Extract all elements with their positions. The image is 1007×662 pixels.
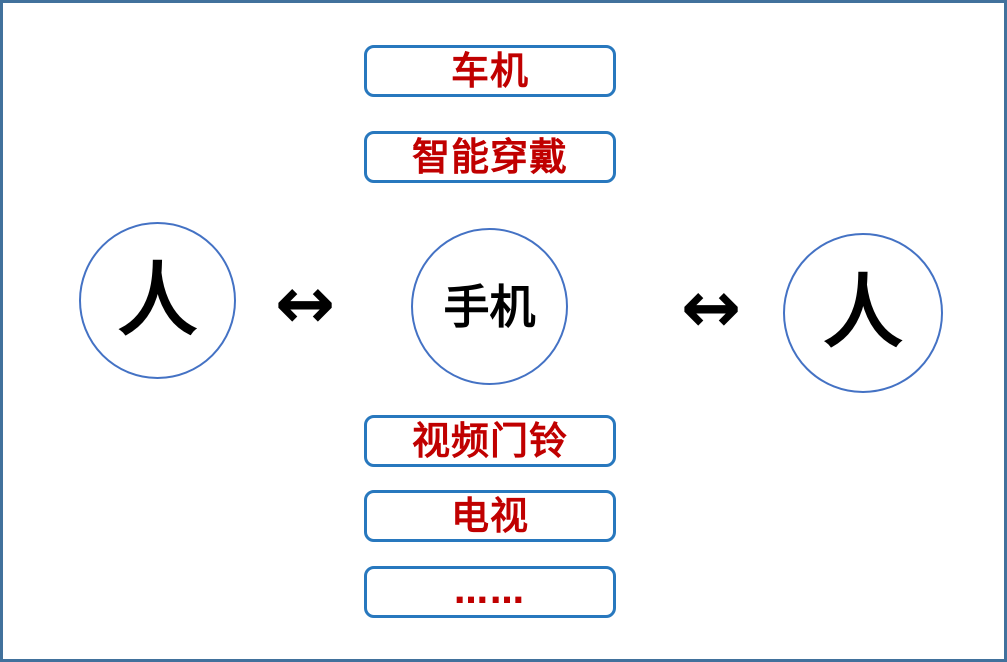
device-box-label: 车机: [450, 49, 529, 93]
device-box-video-doorbell: 视频门铃: [364, 415, 616, 467]
double-arrow-icon-right: ↔: [680, 265, 742, 349]
device-box-car-head-unit: 车机: [364, 45, 616, 97]
phone-node: 手机: [411, 228, 568, 385]
device-box-smart-wearable: 智能穿戴: [364, 131, 616, 183]
person-node-right: 人: [783, 233, 943, 393]
device-box-tv: 电视: [364, 490, 616, 542]
device-box-label: 智能穿戴: [411, 135, 568, 179]
device-box-label: ……: [454, 572, 526, 612]
device-box-ellipsis: ……: [364, 566, 616, 618]
device-box-label: 电视: [450, 494, 529, 538]
device-box-label: 视频门铃: [411, 419, 568, 463]
person-node-label: 人: [823, 266, 903, 359]
phone-node-label: 手机: [443, 279, 536, 334]
person-node-label: 人: [117, 253, 198, 347]
person-node-left: 人: [79, 222, 236, 379]
double-arrow-icon-left: ↔: [274, 261, 336, 345]
